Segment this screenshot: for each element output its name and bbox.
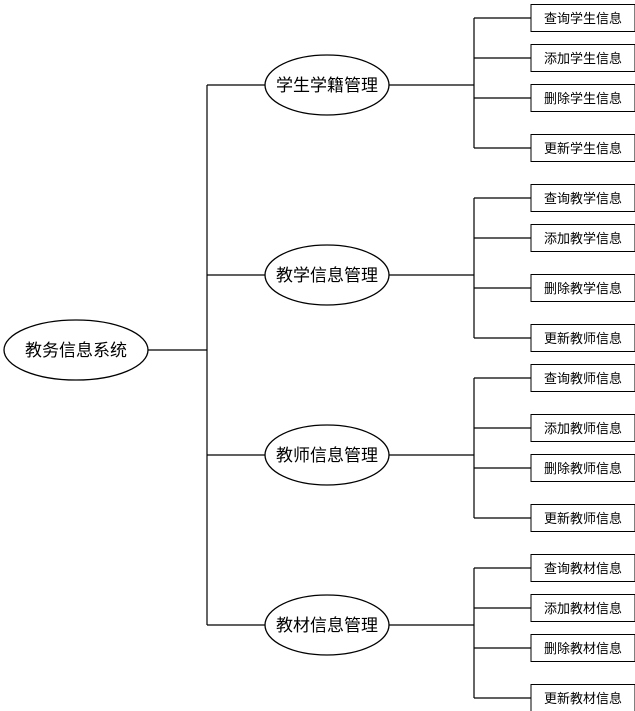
leaf-node: 更新教师信息 (530, 504, 635, 532)
leaf-node: 删除学生信息 (530, 84, 635, 112)
leaf-node: 删除教学信息 (530, 274, 635, 302)
leaf-box (530, 454, 635, 482)
leaf-box (530, 504, 635, 532)
leaf-node: 查询教学信息 (530, 184, 635, 212)
root-node: 教务信息系统 (3, 319, 149, 381)
leaf-label: 查询学生信息 (544, 11, 622, 27)
leaf-label: 添加教材信息 (544, 601, 622, 617)
leaf-node: 更新教材信息 (530, 684, 635, 711)
module-label: 教材信息管理 (276, 616, 378, 636)
leaf-box (530, 684, 635, 711)
module-label: 教师信息管理 (276, 446, 378, 466)
leaf-box (530, 44, 635, 72)
module-ellipse (264, 244, 390, 306)
leaf-label: 查询教材信息 (544, 561, 622, 577)
leaf-box (530, 4, 635, 32)
module-ellipse (264, 594, 390, 656)
leaf-label: 查询教学信息 (544, 191, 622, 207)
leaf-label: 更新教师信息 (544, 331, 622, 347)
root-ellipse (3, 319, 149, 381)
leaf-node: 添加教学信息 (530, 224, 635, 252)
leaf-node: 查询教材信息 (530, 554, 635, 582)
leaf-box (530, 274, 635, 302)
leaf-node: 查询教师信息 (530, 364, 635, 392)
leaf-box (530, 224, 635, 252)
leaf-label: 更新教师信息 (544, 511, 622, 527)
module-node: 教学信息管理 (264, 244, 390, 306)
root-label: 教务信息系统 (25, 341, 127, 361)
module-ellipse (264, 54, 390, 116)
leaf-box (530, 84, 635, 112)
leaf-box (530, 594, 635, 622)
chart-nodes: 教务信息系统 学生学籍管理 查询学生信息添加学生信息删除学生信息更新学生信息教学信… (3, 4, 635, 711)
leaf-label: 更新教材信息 (544, 691, 622, 707)
leaf-box (530, 184, 635, 212)
leaf-node: 添加教师信息 (530, 414, 635, 442)
leaf-label: 查询教师信息 (544, 371, 622, 387)
module-label: 教学信息管理 (276, 266, 378, 286)
leaf-label: 更新学生信息 (544, 141, 622, 157)
leaf-node: 删除教材信息 (530, 634, 635, 662)
leaf-label: 删除教师信息 (544, 461, 622, 477)
leaf-node: 查询学生信息 (530, 4, 635, 32)
module-node: 学生学籍管理 (264, 54, 390, 116)
leaf-box (530, 554, 635, 582)
leaf-box (530, 324, 635, 352)
leaf-box (530, 134, 635, 162)
leaf-label: 添加学生信息 (544, 51, 622, 67)
module-node: 教材信息管理 (264, 594, 390, 656)
leaf-node: 更新教师信息 (530, 324, 635, 352)
leaf-box (530, 414, 635, 442)
module-label: 学生学籍管理 (276, 76, 378, 96)
leaf-box (530, 634, 635, 662)
leaf-node: 添加学生信息 (530, 44, 635, 72)
leaf-label: 删除教材信息 (544, 641, 622, 657)
module-ellipse (264, 424, 390, 486)
leaf-label: 添加教学信息 (544, 231, 622, 247)
connector-lines (148, 17, 531, 699)
leaf-label: 删除学生信息 (544, 91, 622, 107)
leaf-node: 更新学生信息 (530, 134, 635, 162)
leaf-label: 删除教学信息 (544, 281, 622, 297)
leaf-box (530, 364, 635, 392)
leaf-label: 添加教师信息 (544, 421, 622, 437)
module-node: 教师信息管理 (264, 424, 390, 486)
leaf-node: 删除教师信息 (530, 454, 635, 482)
leaf-node: 添加教材信息 (530, 594, 635, 622)
